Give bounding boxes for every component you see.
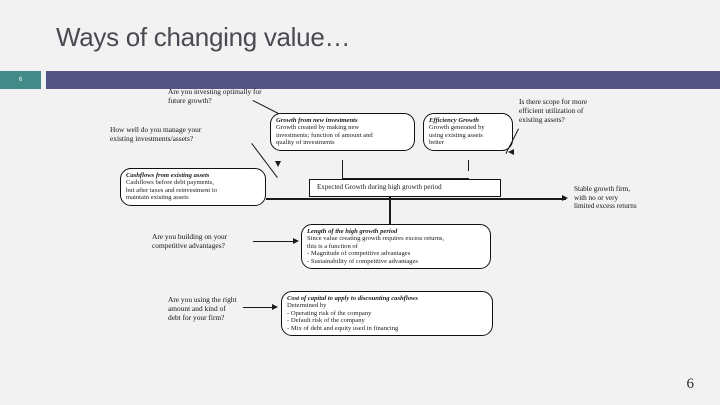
box-body-line: but after taxes and reinvestment to [126, 186, 217, 194]
question-line: efficient utilization of [519, 105, 584, 115]
box-heading: Cost of capital to apply to discounting … [287, 295, 418, 302]
question-manage-existing: How well do you manage your existing inv… [110, 125, 270, 144]
connector-advantages-to-length [253, 241, 295, 242]
question-line: existing investments/assets? [110, 133, 194, 143]
value-drivers-flowchart: Are you investing optimally for future g… [0, 85, 720, 370]
arrow-advantages-to-length [293, 238, 299, 244]
box-body-line: Cashflows before debt payments, [126, 179, 214, 187]
box-growth-new-investments: Growth from new investments Growth creat… [270, 113, 415, 151]
connector-cashflows-right [266, 198, 566, 200]
question-investing-optimally: Are you investing optimally for future g… [168, 87, 318, 106]
box-heading: Growth from new investments [276, 117, 358, 124]
box-body-line: Since value creating growth requires exc… [307, 235, 445, 243]
question-line: existing assets? [519, 114, 565, 124]
header-slide-number: 6 [0, 71, 41, 89]
box-cashflows-existing-assets: Cashflows from existing assets Cashflows… [120, 168, 266, 206]
box-body-line: - Mix of debt and equity used in financi… [287, 324, 399, 332]
connector-expected-to-length [389, 197, 392, 224]
arrow-to-stable-growth [562, 195, 568, 201]
question-line: How well do you manage your [110, 125, 202, 134]
question-line: future growth? [168, 95, 212, 105]
box-body-line: quality of investments [276, 139, 335, 147]
outcome-stable-growth-firm: Stable growth firm, with no or very limi… [574, 185, 694, 211]
box-body-line: this is a function of [307, 242, 358, 250]
box-efficiency-growth: Efficiency Growth Growth generated by us… [423, 113, 513, 151]
question-right-debt: Are you using the right amount and kind … [168, 295, 298, 323]
page-number: 6 [686, 376, 695, 392]
box-body-line: - Sustainability of competitive advantag… [307, 257, 418, 265]
arrow-debt-to-cost [272, 304, 278, 310]
box-body-line: using existing assets [429, 131, 483, 139]
outcome-line: limited excess returns [574, 202, 637, 211]
box-body-line: Determined by [287, 302, 327, 310]
box-heading: Cashflows from existing assets [126, 172, 210, 179]
box-body-line: better [429, 139, 445, 147]
header-band: 6 [0, 71, 720, 89]
question-line: Are you investing optimally for [168, 87, 262, 96]
outcome-line: with no or very [574, 193, 619, 202]
box-cost-of-capital: Cost of capital to apply to discounting … [281, 291, 493, 336]
question-line: Is there scope for more [519, 97, 588, 106]
box-body-line: maintain existing assets [126, 194, 189, 202]
box-body-line: Growth created by making new [276, 124, 360, 132]
box-body-line: Growth generated by [429, 124, 485, 132]
connector-debt-to-cost [243, 307, 275, 308]
arrow-manage-to-cashflows [275, 161, 281, 167]
connector-efficiency-down [468, 160, 469, 171]
question-line: Are you using the right [168, 295, 237, 304]
outcome-line: Stable growth firm, [574, 185, 631, 193]
question-line: amount and kind of [168, 303, 226, 313]
connector-growth-down [342, 160, 343, 178]
page-title: Ways of changing value… [56, 22, 351, 52]
header-accent-bar [46, 71, 720, 89]
box-heading: Efficiency Growth [429, 117, 479, 124]
question-line: competitive advantages? [152, 240, 225, 250]
question-competitive-advantages: Are you building on your competitive adv… [152, 232, 292, 251]
box-body-line: - Default risk of the company [287, 317, 365, 325]
box-expected-growth: Expected Growth during high growth perio… [309, 179, 501, 197]
box-body-line: - Operating risk of the company [287, 309, 372, 317]
question-line: Are you building on your [152, 232, 228, 241]
question-efficient-utilization: Is there scope for more efficient utiliz… [519, 97, 639, 125]
box-heading: Length of the high growth period [307, 228, 398, 235]
box-body-line: investments; function of amount and [276, 131, 373, 139]
box-length-high-growth-period: Length of the high growth period Since v… [301, 224, 491, 269]
box-body-line: - Magnitude of competitive advantages [307, 250, 411, 258]
box-body-line: Expected Growth during high growth perio… [317, 183, 442, 191]
arrow-utilization-to-efficiency [508, 149, 514, 155]
question-line: debt for your firm? [168, 312, 225, 322]
